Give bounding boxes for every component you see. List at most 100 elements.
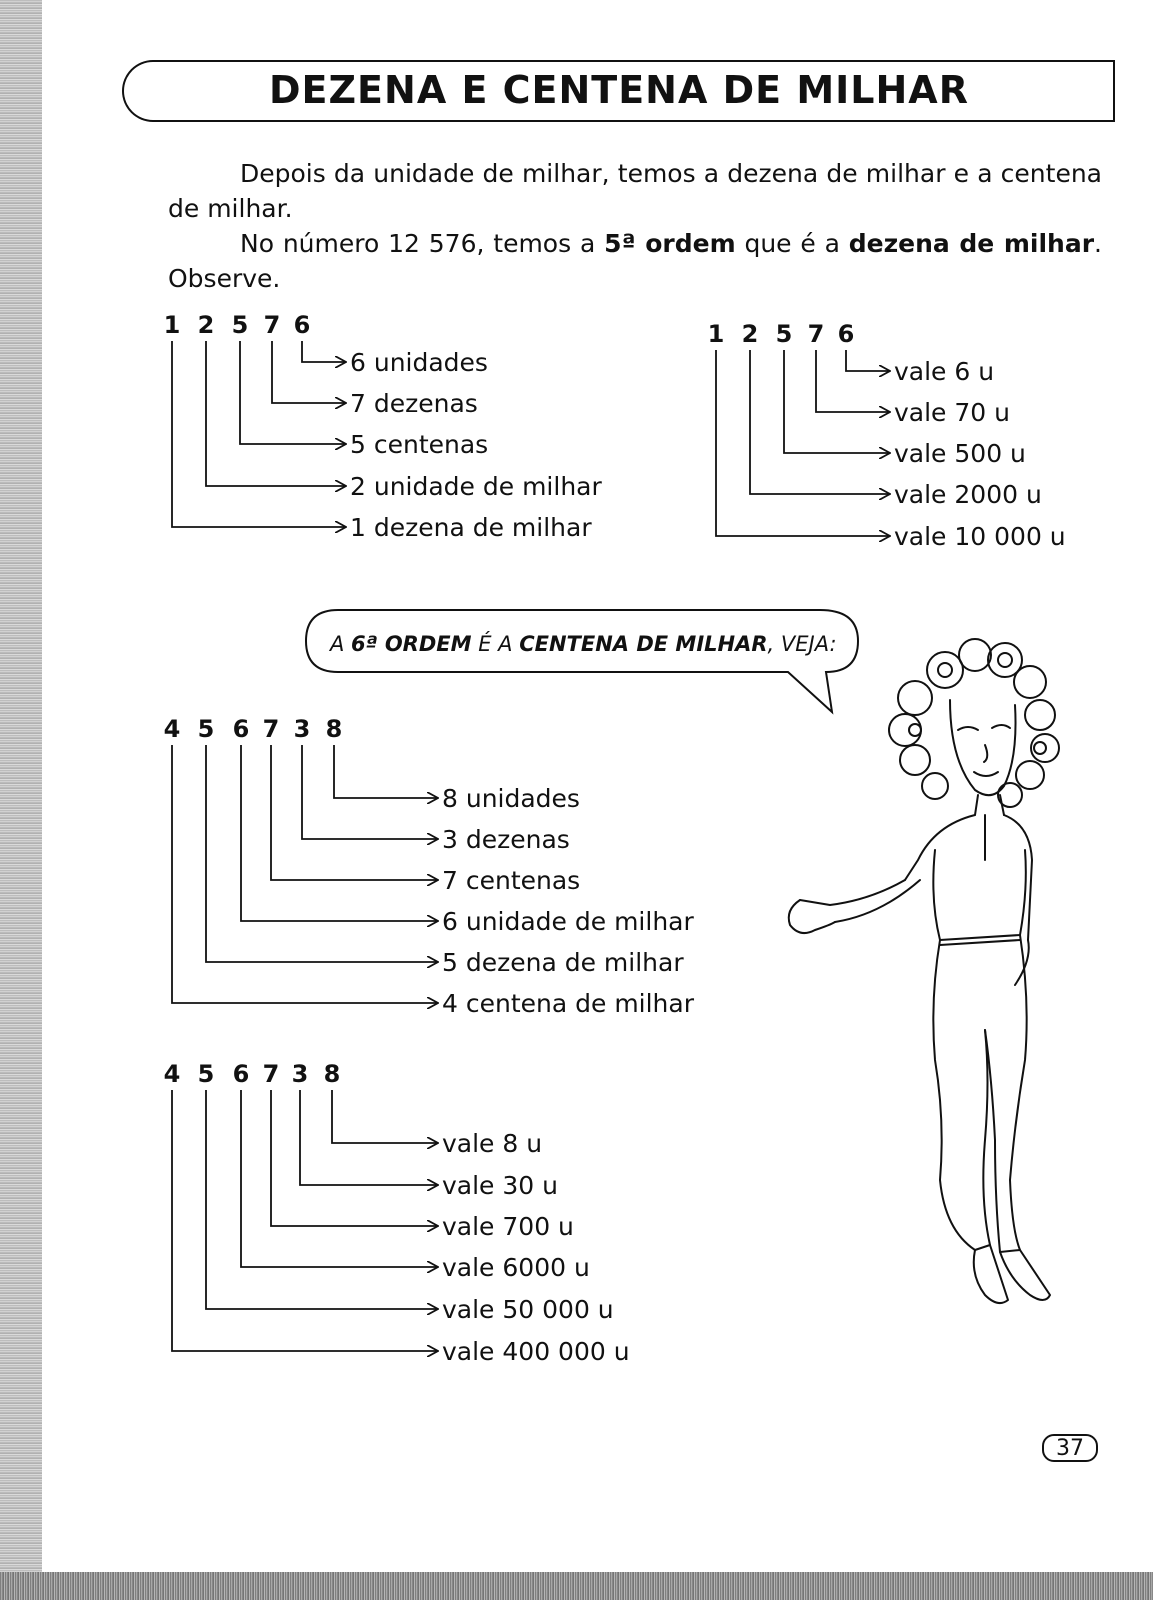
diagram3-connector bbox=[240, 745, 438, 921]
diagram1-label: 7 dezenas bbox=[350, 389, 478, 418]
diagram4-digit: 6 bbox=[233, 1060, 250, 1088]
diagram4-connector bbox=[205, 1090, 438, 1309]
diagram1-label: 5 centenas bbox=[350, 430, 488, 459]
left-leg bbox=[932, 939, 991, 1251]
diagram1-label: 2 unidade de milhar bbox=[350, 472, 602, 501]
intro-paragraph-1: Depois da unidade de milhar, temos a dez… bbox=[168, 159, 1102, 223]
diagram4-digit: 5 bbox=[198, 1060, 215, 1088]
diagram4-label: vale 700 u bbox=[442, 1212, 574, 1241]
left-hand bbox=[787, 899, 836, 935]
neck bbox=[974, 794, 1005, 816]
diagram3-digit: 8 bbox=[326, 715, 343, 743]
diagram4-label: vale 50 000 u bbox=[442, 1295, 614, 1324]
diagram2-label: vale 2000 u bbox=[894, 480, 1042, 509]
left-arm-lower bbox=[834, 879, 921, 923]
title-banner: DEZENA E CENTENA DE MILHAR bbox=[122, 60, 1115, 122]
diagram2-connector bbox=[845, 350, 890, 371]
diagram2-connector bbox=[715, 350, 890, 536]
diagram1-digit: 2 bbox=[198, 311, 215, 339]
diagram3-label: 8 unidades bbox=[442, 784, 580, 813]
speech-bubble-shape bbox=[304, 609, 860, 715]
diagram3-connector bbox=[205, 745, 438, 962]
page-title: DEZENA E CENTENA DE MILHAR bbox=[269, 68, 969, 112]
diagram2-digit: 2 bbox=[742, 320, 759, 348]
diagram4-connector bbox=[240, 1090, 438, 1267]
diagram1-digit: 7 bbox=[264, 311, 281, 339]
diagram3-label: 7 centenas bbox=[442, 866, 580, 895]
diagram2-label: vale 70 u bbox=[894, 398, 1010, 427]
shirt bbox=[932, 849, 1027, 941]
diagram1-connector bbox=[301, 341, 346, 362]
diagram1-label: 1 dezena de milhar bbox=[350, 513, 592, 542]
diagram1-digit: 6 bbox=[294, 311, 311, 339]
diagram3-label: 6 unidade de milhar bbox=[442, 907, 694, 936]
diagram3-digit: 3 bbox=[294, 715, 311, 743]
diagram2-label: vale 10 000 u bbox=[894, 522, 1066, 551]
right-shoe bbox=[999, 1249, 1051, 1301]
diagram3-connector bbox=[270, 745, 438, 880]
diagram2-connector bbox=[749, 350, 890, 494]
diagram2-digit: 7 bbox=[808, 320, 825, 348]
right-leg bbox=[984, 934, 1028, 1253]
diagram1-connector bbox=[205, 341, 346, 486]
diagram4-label: vale 6000 u bbox=[442, 1253, 590, 1282]
left-arm bbox=[799, 879, 906, 906]
left-eye bbox=[957, 726, 979, 731]
diagram3-label: 3 dezenas bbox=[442, 825, 570, 854]
diagram3-digit: 4 bbox=[164, 715, 181, 743]
diagram4-connector bbox=[171, 1090, 438, 1351]
diagram3-connector bbox=[333, 745, 438, 798]
diagram3-digit: 5 bbox=[198, 715, 215, 743]
right-eye bbox=[991, 724, 1011, 729]
intro-text: Depois da unidade de milhar, temos a dez… bbox=[168, 156, 1102, 296]
bottom-scan-band bbox=[0, 1572, 1153, 1600]
intro-p2-text: No número 12 576, temos a bbox=[240, 229, 605, 258]
curly-hair bbox=[888, 638, 1060, 808]
diagram2-digit: 5 bbox=[776, 320, 793, 348]
diagram4-label: vale 30 u bbox=[442, 1171, 558, 1200]
diagram1-connector bbox=[171, 341, 346, 527]
diagram2-label: vale 500 u bbox=[894, 439, 1026, 468]
diagram4-digit: 3 bbox=[292, 1060, 309, 1088]
belt-line bbox=[939, 939, 1021, 946]
diagram4-connector bbox=[331, 1090, 438, 1143]
diagram1-digit: 5 bbox=[232, 311, 249, 339]
diagram3-digit: 7 bbox=[263, 715, 280, 743]
left-shoulder bbox=[904, 814, 976, 881]
diagram4-connector bbox=[299, 1090, 438, 1185]
diagram2-connector bbox=[815, 350, 890, 412]
diagram1-digit: 1 bbox=[164, 311, 181, 339]
intro-paragraph-2: No número 12 576, temos a 5ª ordem que é… bbox=[168, 226, 1102, 296]
page-number: 37 bbox=[1042, 1434, 1098, 1462]
face-outline bbox=[949, 699, 1017, 797]
mouth bbox=[973, 771, 999, 777]
diagram3-digit: 6 bbox=[233, 715, 250, 743]
diagram3-connector bbox=[171, 745, 438, 1003]
diagram4-digit: 7 bbox=[263, 1060, 280, 1088]
diagram1-connector bbox=[271, 341, 346, 403]
diagram2-digit: 6 bbox=[838, 320, 855, 348]
right-arm bbox=[1014, 939, 1030, 986]
intro-p2-bold-place: dezena de milhar bbox=[848, 229, 1095, 258]
diagram3-label: 4 centena de milhar bbox=[442, 989, 695, 1018]
girl-illustration bbox=[787, 638, 1060, 1305]
diagram3-label: 5 dezena de milhar bbox=[442, 948, 684, 977]
diagram1-connector bbox=[239, 341, 346, 444]
speech-bubble: A 6ª ORDEM É A CENTENA DE MILHAR, VEJA: bbox=[304, 609, 860, 715]
nose bbox=[983, 744, 989, 763]
intro-p2-text-mid: que é a bbox=[735, 229, 849, 258]
diagram4-digit: 8 bbox=[324, 1060, 341, 1088]
binding-edge bbox=[0, 0, 42, 1600]
left-shoe bbox=[972, 1244, 1009, 1305]
diagram2-digit: 1 bbox=[708, 320, 725, 348]
intro-p2-bold-order: 5ª ordem bbox=[604, 229, 736, 258]
intro-p2-text-end: . Observe. bbox=[168, 229, 1102, 293]
diagram4-digit: 4 bbox=[164, 1060, 181, 1088]
diagram2-label: vale 6 u bbox=[894, 357, 994, 386]
